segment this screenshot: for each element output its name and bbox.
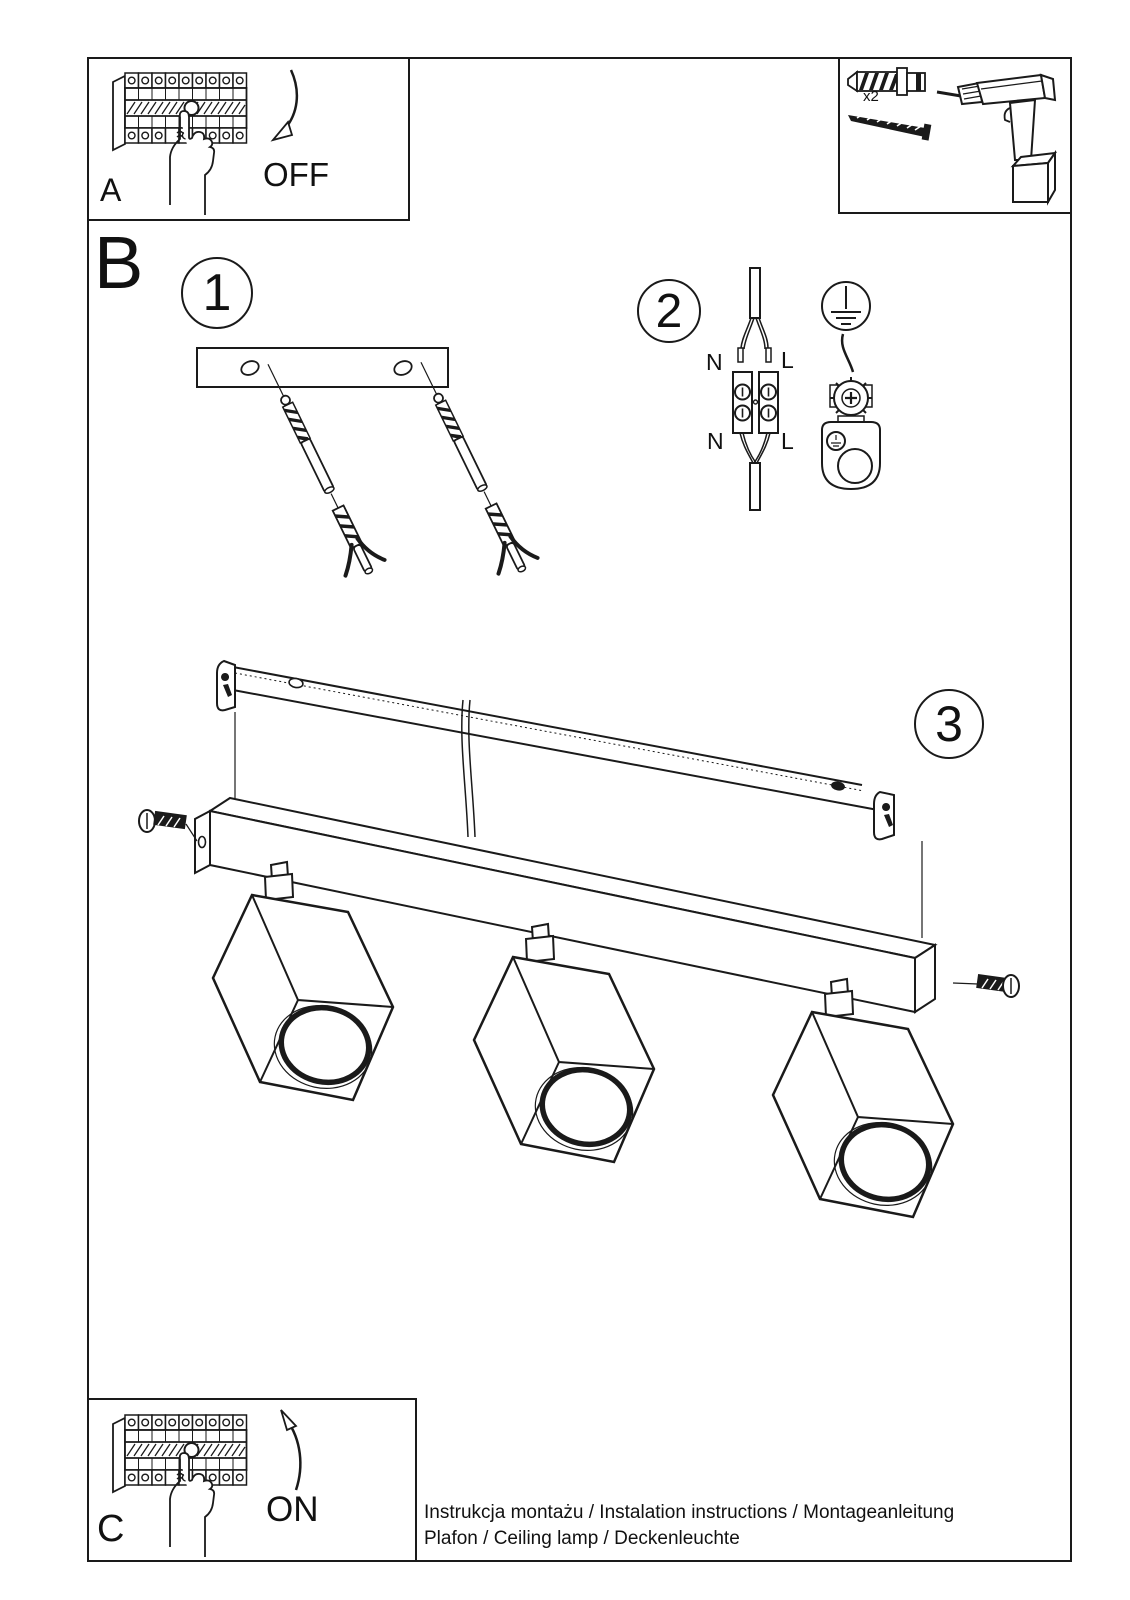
- anchor-assembly-icon: [400, 354, 540, 581]
- step-1-badge: 1: [181, 257, 253, 329]
- tools-icons: [847, 67, 1058, 206]
- screw-icon: [848, 113, 932, 141]
- arrow-curve: [285, 1419, 302, 1491]
- power-cable-icon: [737, 267, 772, 363]
- step-2-number: 2: [655, 284, 683, 338]
- wire-label-l-bottom: L: [781, 428, 794, 454]
- arrow-head: [270, 120, 294, 142]
- bracket-hole: [393, 360, 413, 376]
- spotlight-cube-icon: [474, 924, 654, 1162]
- box-a-label: A: [100, 172, 122, 208]
- step-3-badge: 3: [914, 689, 984, 759]
- anchor-assembly-icon: [247, 356, 387, 583]
- breaker-panel-on-icon: [112, 1409, 302, 1558]
- power-cable-icon: [739, 432, 771, 511]
- step-2-drawing: [732, 267, 881, 511]
- footer-line-1: Instrukcja montażu / Instalation instruc…: [424, 1502, 955, 1523]
- lamp-cable-icon: [461, 699, 476, 838]
- wire-label-n-bottom: N: [707, 428, 724, 454]
- outer-frame: [87, 57, 1072, 1562]
- arrow-head: [280, 1409, 298, 1432]
- lamp-bar-icon: [194, 796, 938, 1014]
- bracket-hole: [240, 360, 260, 376]
- wire-label-n-top: N: [706, 349, 723, 375]
- box-a-frame: [87, 57, 410, 221]
- step-2-badge: 2: [637, 279, 701, 343]
- wire-label-l-top: L: [781, 347, 794, 373]
- terminal-block-icon: [732, 371, 779, 434]
- tools-quantity: x2: [863, 88, 879, 105]
- box-c-state-on: ON: [266, 1490, 319, 1529]
- section-b-label: B: [94, 221, 144, 304]
- earth-clamp-icon: [821, 377, 881, 491]
- step-1-number: 1: [202, 264, 232, 322]
- earth-symbol-icon: [821, 281, 871, 331]
- footer-line-2: Plafon / Ceiling lamp / Deckenleuchte: [424, 1528, 740, 1549]
- drill-icon: [936, 73, 1058, 206]
- wall-plug-icon: [847, 67, 926, 96]
- step-3-number: 3: [935, 696, 963, 752]
- step-3-drawing: [138, 659, 1020, 1245]
- screw-right-icon: [952, 973, 1020, 998]
- ceiling-rail-icon: [216, 659, 923, 938]
- box-c-label: C: [97, 1508, 125, 1550]
- arrow-curve: [283, 69, 299, 131]
- breaker-panel-off-icon: [112, 69, 299, 216]
- screw-left-icon: [138, 809, 198, 842]
- box-a-state-off: OFF: [263, 156, 329, 193]
- box-c-frame: [87, 1398, 417, 1562]
- earth-wire-icon: [840, 333, 855, 373]
- spotlight-cube-icon: [773, 979, 953, 1217]
- step-1-drawing: [196, 347, 520, 600]
- tools-box-frame: [838, 57, 1072, 214]
